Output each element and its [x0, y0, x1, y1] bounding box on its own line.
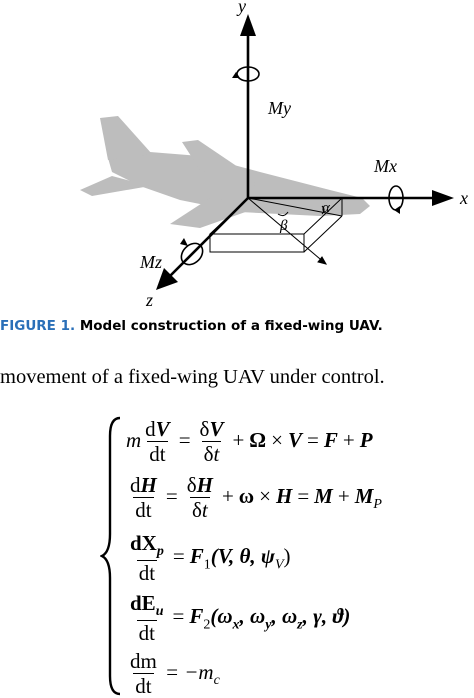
aircraft-silhouette — [80, 116, 370, 228]
eq3-F: F — [189, 544, 204, 569]
eq2-d: d — [130, 473, 141, 497]
figure-caption: FIGURE 1. Model construction of a fixed-… — [0, 318, 474, 334]
moment-z-label: Mz — [139, 252, 162, 272]
eq1-equals2: = — [306, 427, 319, 452]
beta-label: β — [279, 218, 288, 234]
eq2-dt: dt — [133, 497, 154, 523]
eq4-wz: z — [297, 617, 303, 633]
body-paragraph-line: movement of a fixed-wing UAV under contr… — [0, 366, 385, 388]
eq4-dt: dt — [136, 619, 157, 645]
eq1-V2: V — [209, 417, 224, 441]
eq2-plus: + — [221, 483, 234, 508]
eq2-delta: δ — [186, 473, 197, 497]
eq1-dt: dt — [147, 441, 168, 467]
caption-label: FIGURE 1. — [0, 318, 76, 334]
velocity-lines — [247, 197, 343, 265]
moment-x-label: Mx — [373, 156, 397, 176]
eq4-sep1: , ω — [239, 604, 266, 629]
eq3-args-sub: V — [274, 557, 284, 573]
eq2-omega: ω — [238, 483, 255, 508]
eq3-sub: p — [156, 544, 164, 560]
eq5-rhs: = −m — [164, 659, 214, 684]
eq1-plus: + — [232, 427, 245, 452]
uav-figure: y x z My Mx Mz α β — [80, 0, 468, 310]
eq2-H: H — [140, 473, 157, 497]
alpha-label: α — [322, 200, 331, 216]
eq2-M: M — [314, 483, 333, 508]
eq5-rhs-sub: c — [213, 673, 220, 689]
moment-y-label: My — [267, 98, 291, 118]
eq2-t: t — [201, 498, 208, 523]
eq1-F: F — [323, 427, 338, 452]
eq1-times: × — [271, 427, 283, 452]
eq1-P: P — [359, 427, 373, 452]
eq2-plus2: + — [337, 483, 350, 508]
eq4-equals: = — [172, 604, 185, 629]
eq5-dt: dt — [133, 673, 154, 698]
moment-x-text: Mx — [373, 156, 397, 176]
moment-y-text: My — [267, 98, 291, 118]
eq2-times: × — [259, 483, 271, 508]
eq2-MP: M — [354, 483, 374, 508]
eq1-V3: V — [287, 427, 302, 452]
x-axis-label: x — [459, 188, 468, 208]
eq4-F: F — [189, 604, 204, 629]
eq3-close: ) — [283, 544, 291, 569]
eq1-mass: m — [126, 427, 142, 452]
eq2-equals: = — [165, 483, 178, 508]
eq2-delta2: δ — [191, 498, 202, 523]
eq2-H2: H — [196, 473, 213, 497]
eq1-plus2: + — [342, 427, 355, 452]
eq2-MP-sub: P — [373, 497, 382, 513]
eq5-num: dm — [130, 649, 157, 673]
eq1-delta: δ — [199, 417, 210, 441]
y-axis-label: y — [236, 0, 246, 16]
x-axis — [248, 190, 454, 206]
eq1-V: V — [155, 417, 170, 441]
eq4-num: dE — [130, 591, 156, 615]
eq4-sep2: , ω — [271, 604, 298, 629]
z-axis — [156, 197, 249, 290]
eq3-equals: = — [172, 544, 185, 569]
rotation-arrow-x-icon — [388, 185, 404, 214]
eq1-omega: Ω — [249, 427, 267, 452]
eq1-delta2: δ — [203, 442, 214, 467]
eq2-equals2: = — [297, 483, 310, 508]
rotation-arrow-y-icon — [232, 66, 260, 82]
rotation-arrow-z-icon — [180, 238, 204, 266]
y-axis — [240, 14, 256, 198]
eq1-equals: = — [178, 427, 191, 452]
eq3-dt: dt — [136, 559, 158, 585]
moment-z-text: Mz — [139, 252, 162, 272]
eq3-F-sub: 1 — [203, 557, 211, 573]
eq4-F-sub: 2 — [203, 617, 211, 633]
caption-text: Model construction of a fixed-wing UAV. — [79, 318, 383, 334]
eq2-H3: H — [275, 483, 293, 508]
z-axis-label: z — [145, 290, 153, 310]
eq3-args: (V, θ, ψ — [210, 544, 275, 569]
eq4-wx: x — [232, 617, 240, 633]
eq1-d: d — [145, 417, 156, 441]
equation-brace — [100, 416, 121, 696]
eq4-tail: , γ, ϑ) — [302, 604, 351, 629]
eq4-args: (ω — [210, 604, 233, 629]
eq4-sub: u — [155, 604, 164, 620]
eq4-wy: y — [265, 617, 272, 633]
eq1-t: t — [213, 442, 220, 467]
eq3-num: dX — [130, 531, 157, 555]
